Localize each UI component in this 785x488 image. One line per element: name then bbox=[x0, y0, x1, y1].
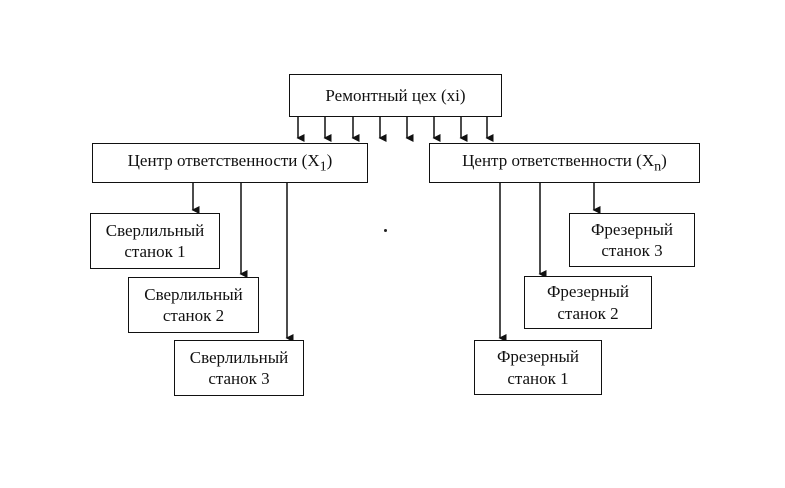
root-node: Ремонтный цех (xi) bbox=[289, 74, 502, 117]
right-responsibility-center: Центр ответственности (Xn) bbox=[429, 143, 700, 183]
root-label: Ремонтный цех (xi) bbox=[325, 85, 466, 105]
stray-dot bbox=[384, 229, 387, 232]
right-center-label: Центр ответственности (Xn) bbox=[462, 150, 667, 175]
left-responsibility-center: Центр ответственности (X1) bbox=[92, 143, 368, 183]
left-center-label: Центр ответственности (X1) bbox=[127, 150, 333, 175]
